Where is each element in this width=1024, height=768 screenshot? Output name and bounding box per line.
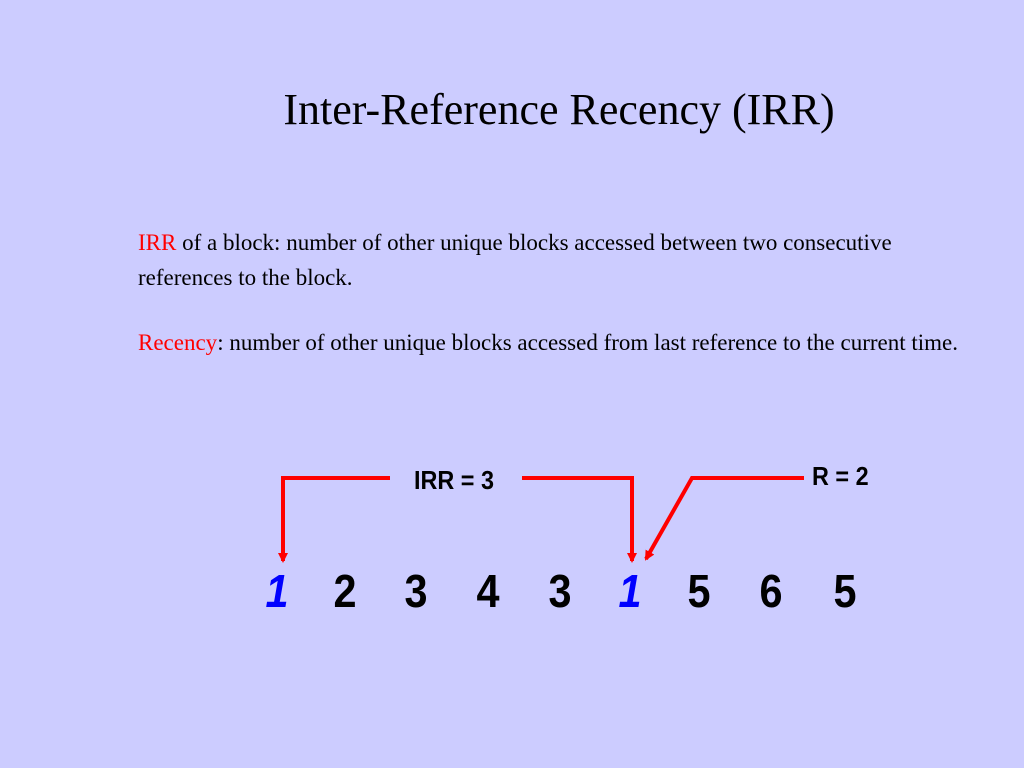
sequence-item: 6	[759, 565, 783, 617]
sequence-item: 5	[687, 565, 711, 617]
sequence-item: 2	[333, 565, 357, 617]
sequence-item: 3	[548, 565, 572, 617]
irr-bracket-left	[278, 476, 390, 563]
recency-definition: Recency: number of other unique blocks a…	[138, 325, 978, 360]
sequence-item: 1	[618, 565, 642, 617]
slide-title: Inter-Reference Recency (IRR)	[283, 85, 835, 134]
irr-definition: IRR of a block: number of other unique b…	[138, 225, 978, 295]
recency-label: R = 2	[812, 461, 869, 491]
sequence-item: 3	[404, 565, 428, 617]
sequence-item: 4	[476, 565, 500, 617]
irr-definition-text: of a block: number of other unique block…	[138, 230, 892, 290]
recency-definition-text: : number of other unique blocks accessed…	[217, 330, 959, 355]
sequence-item: 5	[833, 565, 857, 617]
irr-term: IRR	[138, 230, 177, 255]
recency-pointer	[644, 476, 804, 561]
recency-term: Recency	[138, 330, 218, 355]
sequence-item: 1	[265, 565, 289, 617]
irr-bracket-right	[522, 476, 637, 563]
irr-label: IRR = 3	[414, 465, 494, 495]
